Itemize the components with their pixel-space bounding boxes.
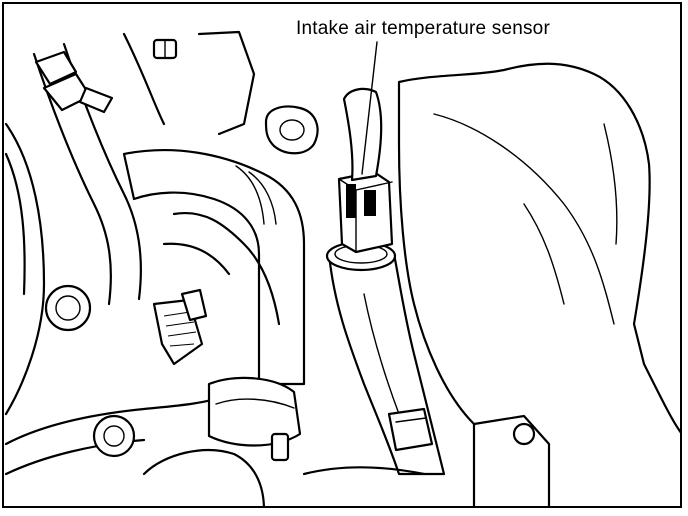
central-hose-band xyxy=(248,171,277,225)
intake-air-temperature-sensor xyxy=(337,170,394,254)
bottom-fitting xyxy=(92,414,136,458)
duct-crease-2 xyxy=(523,203,565,305)
duct-crease xyxy=(433,113,615,325)
bottom-right-pipe xyxy=(302,466,426,476)
bottom-edge-shape xyxy=(142,448,265,506)
left-fitting xyxy=(44,284,92,332)
sensor-hose-crease xyxy=(363,293,400,415)
left-hose-2b xyxy=(4,152,26,296)
duct-crease-3 xyxy=(603,123,618,245)
tube-mid-2 xyxy=(162,242,231,276)
line-drawing xyxy=(4,30,680,506)
bolt-top xyxy=(152,38,178,60)
tube-mid xyxy=(172,211,281,326)
hose-clamp-left xyxy=(34,50,114,114)
left-hose-2 xyxy=(4,122,46,416)
bracket-top xyxy=(197,30,256,136)
bottom-connector xyxy=(387,407,551,506)
intake-duct xyxy=(397,62,680,506)
central-hose xyxy=(122,149,306,386)
callout-leader xyxy=(361,41,378,175)
left-hose-outer xyxy=(32,52,112,306)
central-hose-band-2 xyxy=(235,165,265,225)
lower-pipe xyxy=(4,394,226,446)
diagram-frame: Intake air temperature sensor xyxy=(2,2,682,508)
sensor-harness xyxy=(342,87,383,182)
ring-terminal xyxy=(264,105,319,155)
lower-clamp xyxy=(207,376,302,462)
sensor-callout-label: Intake air temperature sensor xyxy=(294,18,552,40)
hose-clip xyxy=(152,288,208,366)
bracket-top-edge xyxy=(122,32,166,126)
